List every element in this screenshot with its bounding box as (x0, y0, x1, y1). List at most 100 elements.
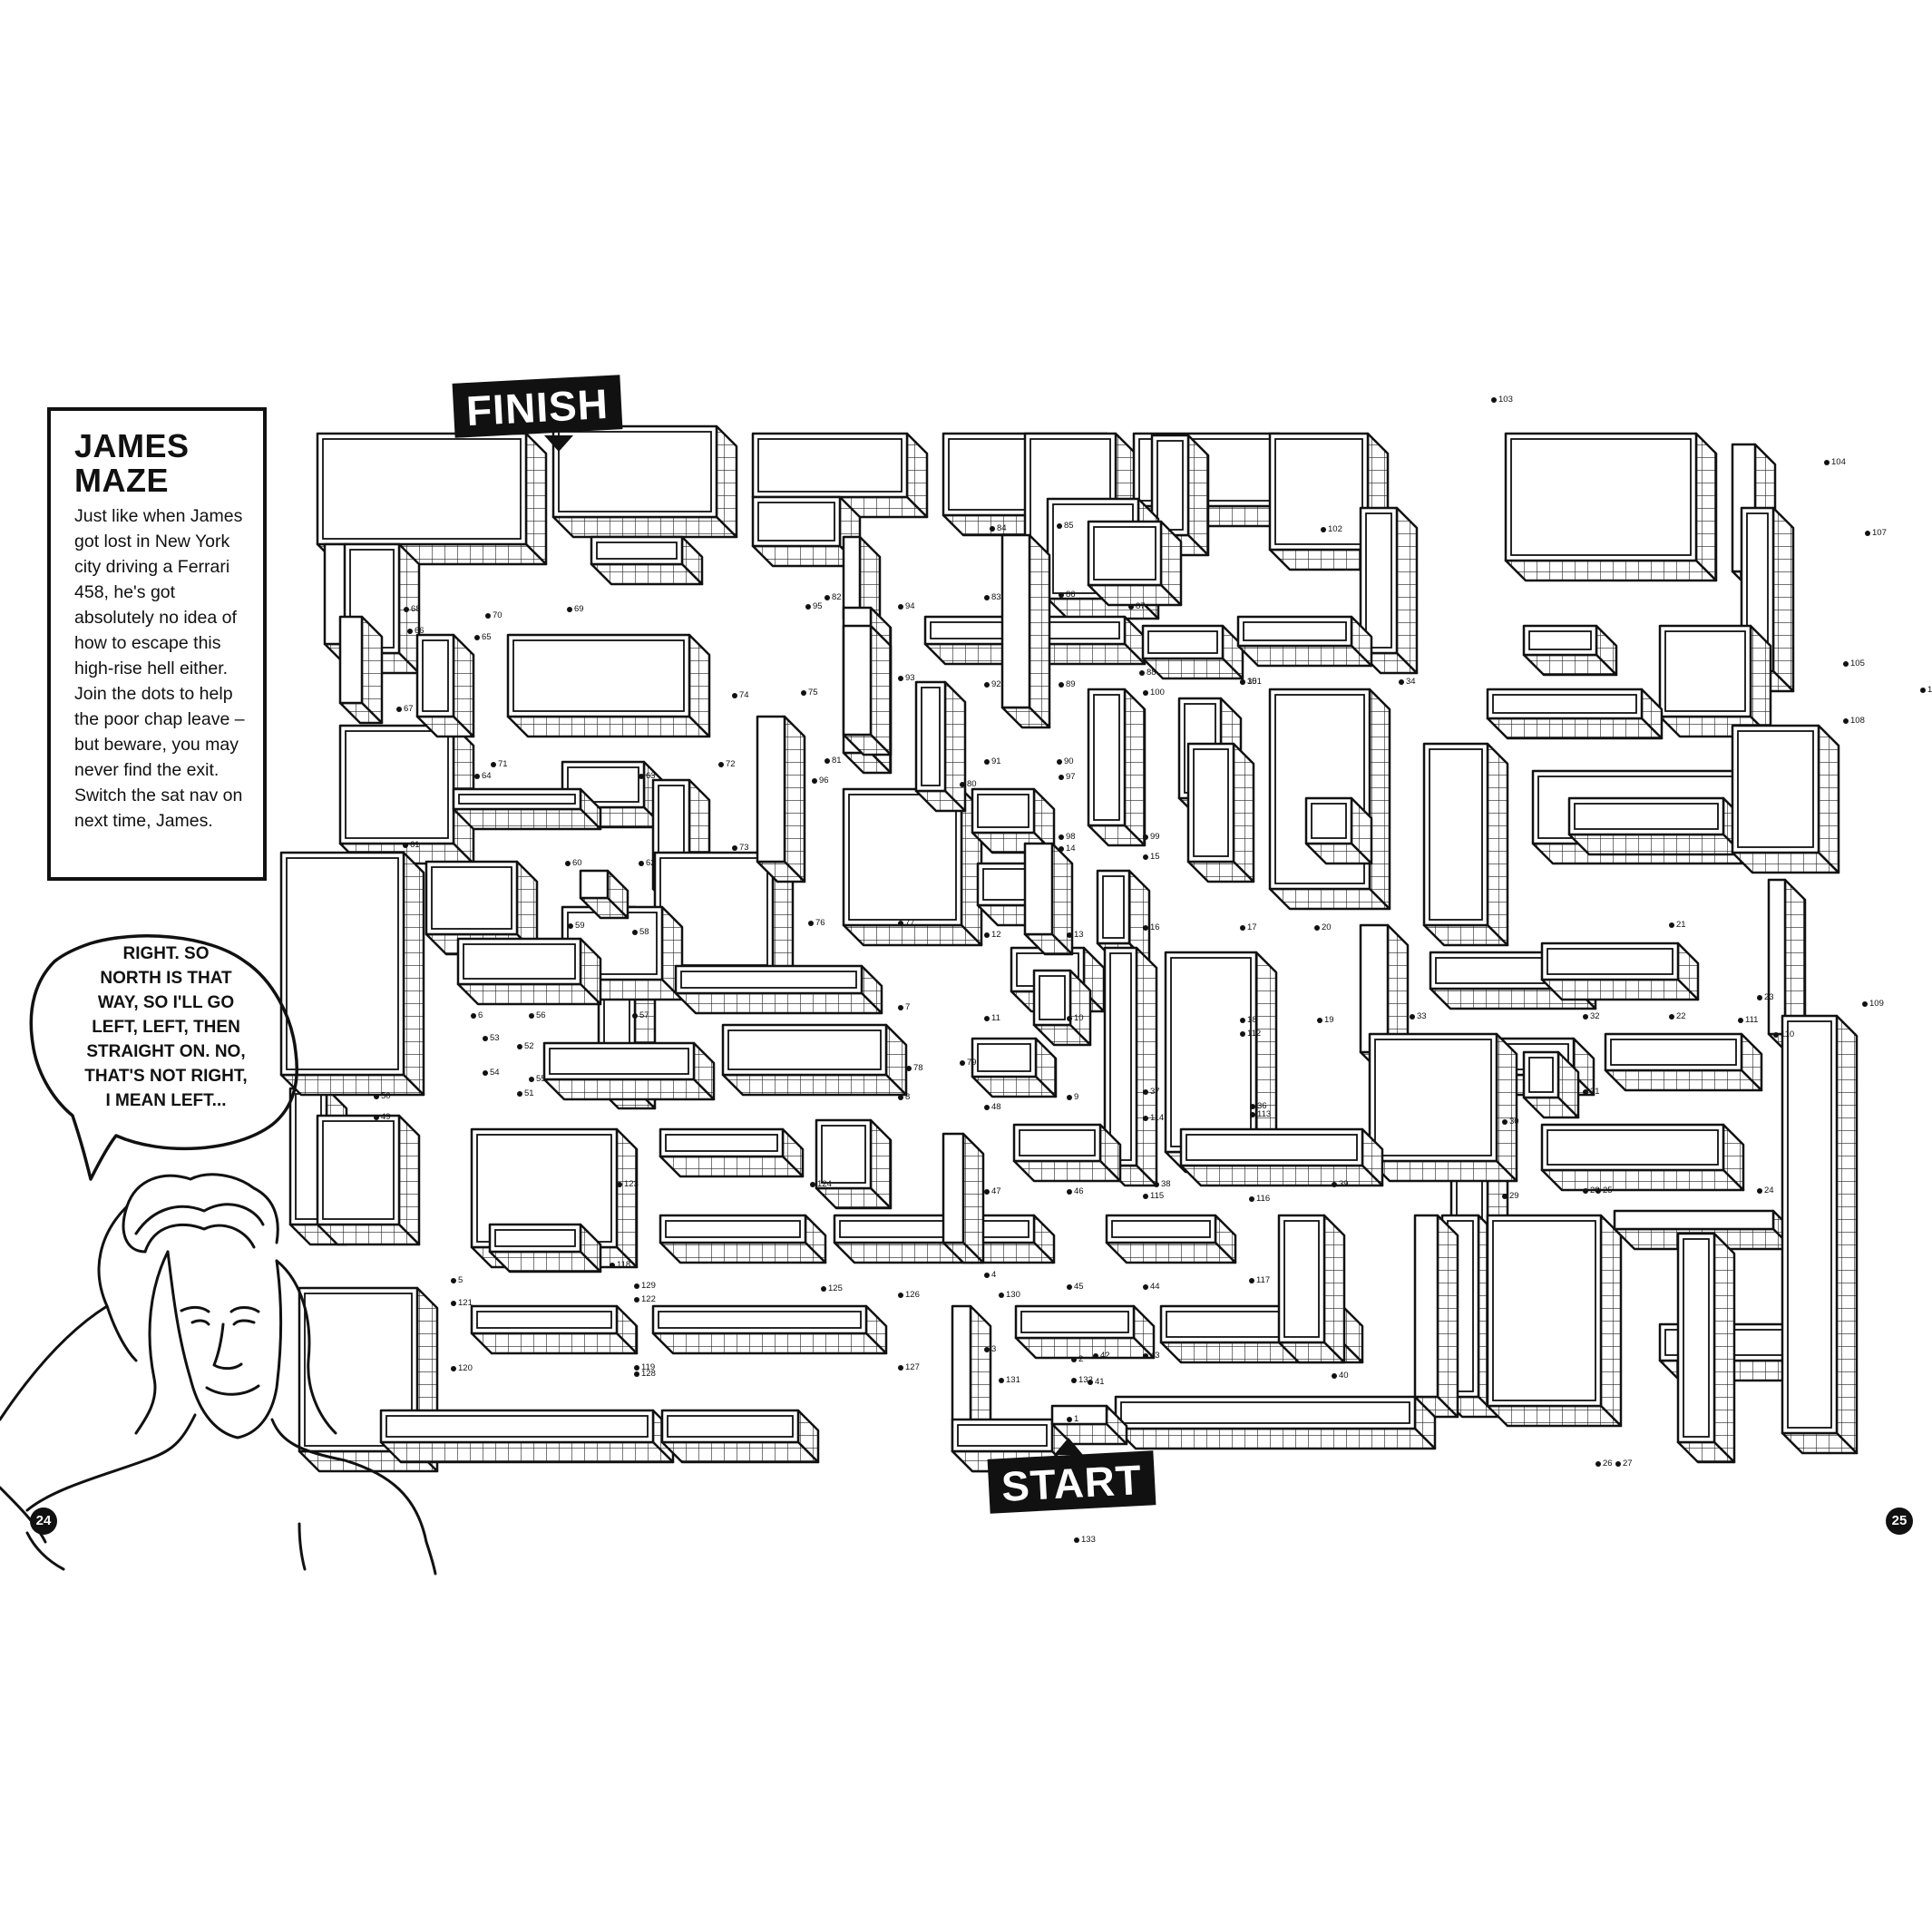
speech-line: LEFT, LEFT, THEN (92, 1018, 240, 1037)
dot-number: 19 (1324, 1015, 1334, 1025)
maze-title: JAMES MAZE (74, 429, 249, 498)
dot-marker (568, 923, 573, 929)
maze-block (1676, 1232, 1736, 1464)
maze-block (756, 715, 806, 883)
dot-marker (1143, 834, 1148, 840)
dot-marker (1502, 1194, 1508, 1199)
maze-title-line2: MAZE (74, 462, 169, 499)
dot-marker (990, 526, 995, 532)
dot-marker (1240, 925, 1245, 931)
dot-number: 42 (1100, 1351, 1110, 1361)
dot-marker (610, 1263, 615, 1268)
dot-marker (999, 1293, 1004, 1298)
dot-marker (1502, 1119, 1508, 1125)
maze-block (1179, 1127, 1384, 1187)
dot-marker (396, 707, 402, 712)
maze-block (456, 937, 602, 1006)
page-number-right: 25 (1886, 1508, 1913, 1535)
dot-marker (1067, 1284, 1072, 1290)
maze-block (551, 424, 738, 539)
dot-marker (1143, 690, 1148, 696)
dot-number: 15 (1150, 852, 1160, 862)
dot-number: 106 (1927, 685, 1932, 695)
dot-marker (1057, 759, 1062, 765)
dot-marker (1314, 925, 1320, 931)
dot-number: 90 (1064, 756, 1074, 766)
dot-number: 46 (1074, 1186, 1084, 1196)
dot-marker (805, 604, 811, 610)
dot-number: 52 (524, 1041, 534, 1051)
dot-marker (1862, 1001, 1868, 1007)
dot-number: 114 (1150, 1113, 1165, 1123)
maze-block (1268, 688, 1391, 911)
dot-number: 127 (905, 1362, 920, 1372)
dot-marker (483, 1070, 488, 1076)
dot-marker (808, 921, 814, 926)
dot-marker (485, 613, 491, 619)
dot-marker (984, 1105, 990, 1110)
dot-number: 78 (913, 1063, 923, 1073)
dot-number: 26 (1603, 1459, 1613, 1469)
dot-number: 2 (1078, 1354, 1084, 1364)
dot-marker (984, 932, 990, 938)
dot-marker (1410, 1014, 1415, 1020)
dot-marker (1067, 1189, 1072, 1195)
dot-marker (898, 1095, 903, 1100)
dot-number: 68 (411, 604, 421, 614)
maze-block (1087, 688, 1147, 847)
dot-marker (451, 1278, 456, 1283)
page-number-left: 24 (30, 1508, 57, 1535)
maze-buildings (279, 424, 1859, 1473)
dot-number: 75 (808, 688, 818, 698)
maze-block (971, 1037, 1058, 1098)
maze-block (1658, 624, 1772, 738)
dot-number: 16 (1150, 922, 1160, 932)
dot-number: 102 (1328, 524, 1342, 534)
dot-number: 112 (1247, 1029, 1262, 1039)
dot-marker (374, 1094, 379, 1099)
dot-number: 84 (997, 523, 1007, 533)
dot-number: 120 (458, 1363, 473, 1373)
dot-number: 38 (1161, 1179, 1171, 1189)
dot-number: 119 (641, 1362, 656, 1372)
dot-marker (1071, 1357, 1077, 1362)
maze-block (1023, 842, 1074, 956)
finish-label: FINISH (452, 375, 623, 438)
dot-number: 63 (646, 771, 656, 781)
dot-marker (1843, 718, 1849, 724)
maze-block (488, 1223, 602, 1273)
maze-block (590, 535, 704, 586)
dot-marker (1757, 1188, 1762, 1194)
dot-marker (898, 1293, 903, 1298)
maze-block (470, 1304, 639, 1355)
dot-marker (639, 861, 644, 866)
dot-marker (984, 759, 990, 765)
dot-number: 116 (1256, 1194, 1271, 1204)
dot-marker (634, 1297, 639, 1303)
maze-block (1050, 1404, 1128, 1446)
dot-number: 27 (1623, 1459, 1633, 1469)
dot-marker (491, 762, 496, 767)
dot-marker (471, 1013, 476, 1019)
dot-number: 103 (1498, 395, 1513, 405)
dot-number: 10 (1074, 1013, 1084, 1023)
dot-marker (1583, 1188, 1588, 1194)
dot-marker (567, 607, 572, 612)
dot-number: 99 (1150, 832, 1160, 842)
dot-number: 11 (991, 1013, 1000, 1023)
maze-block (942, 1132, 985, 1264)
dot-marker (984, 595, 990, 600)
speech-line: NORTH IS THAT (100, 969, 232, 988)
dot-number: 122 (641, 1294, 656, 1304)
dot-marker (1250, 1104, 1255, 1109)
dot-marker (984, 1273, 990, 1278)
dot-marker (1738, 1018, 1743, 1023)
maze-block (815, 1118, 893, 1210)
maze-block (1304, 796, 1373, 865)
dot-number: 129 (641, 1281, 656, 1291)
dot-number: 128 (641, 1369, 656, 1379)
maze-block (1413, 1214, 1459, 1419)
dot-marker (1317, 1018, 1322, 1023)
dot-number: 130 (1006, 1290, 1020, 1300)
maze-block (842, 787, 983, 947)
